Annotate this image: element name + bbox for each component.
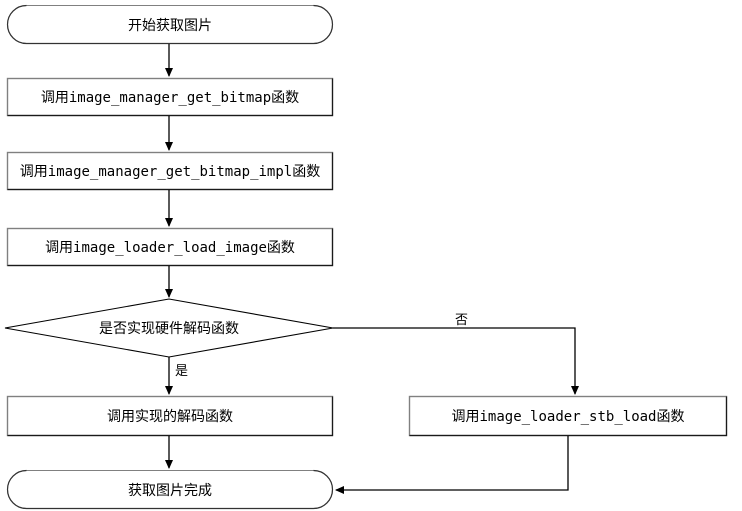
- edge-stb-load-to-end: [335, 436, 569, 494]
- node-get-bitmap-shape: [6, 77, 334, 117]
- edge-label-yes: 是: [175, 364, 189, 379]
- node-loader-load-image-shape: [6, 227, 334, 267]
- node-call-stb-load-shape: [408, 395, 728, 437]
- node-decision-hw-decode-shape: [4, 298, 334, 358]
- edge-decision-no-to-stb-load: [333, 327, 579, 395]
- node-get-bitmap-impl-shape: [6, 151, 334, 191]
- node-end-shape: [6, 469, 334, 510]
- edge-label-no: 否: [455, 313, 469, 328]
- node-start-shape: [6, 4, 334, 45]
- node-call-impl-decode-shape: [6, 395, 334, 437]
